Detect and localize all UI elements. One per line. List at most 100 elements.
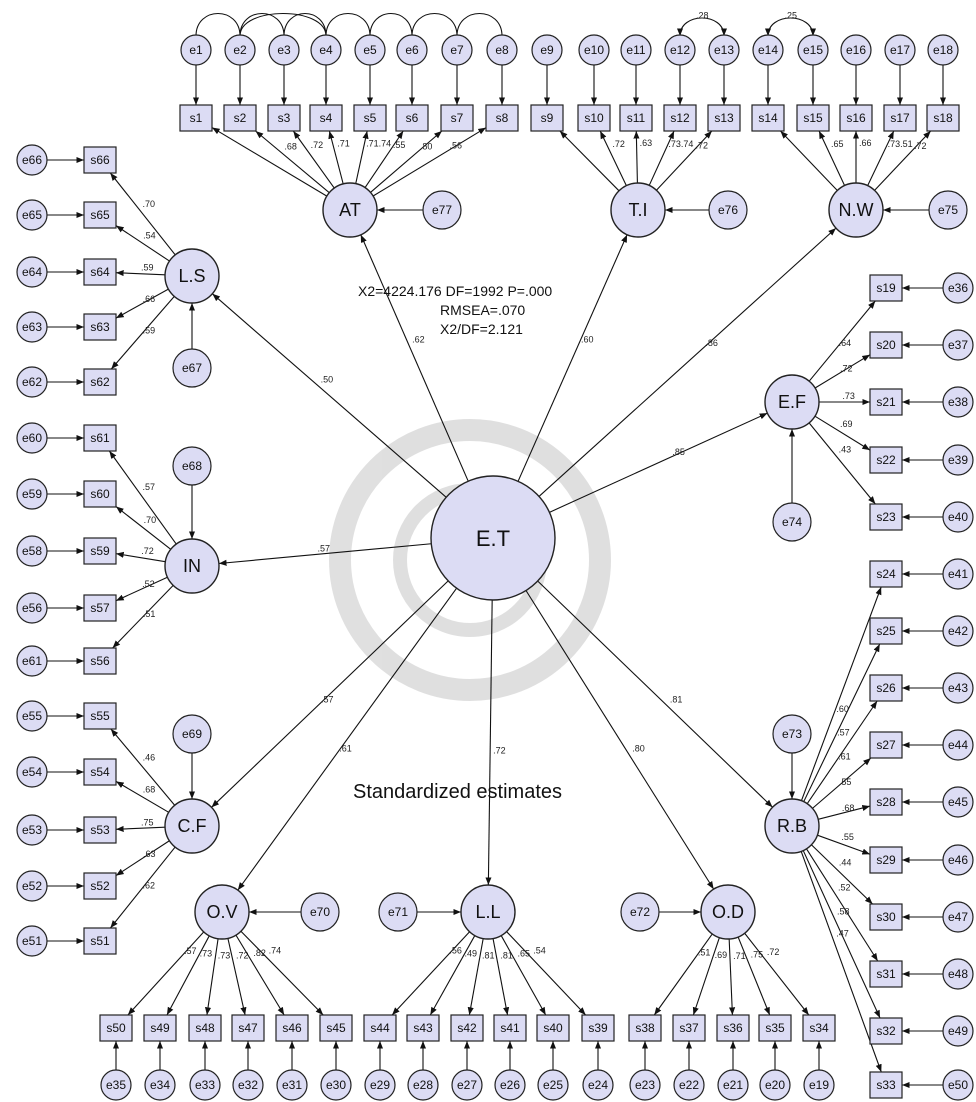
observed-label: s23	[876, 510, 896, 524]
observed-label: s20	[876, 338, 896, 352]
error-label: e12	[670, 43, 690, 57]
error-label: e52	[22, 879, 42, 893]
error-e43: e43	[942, 672, 974, 704]
loading-path	[127, 931, 205, 1016]
loading-path	[800, 851, 882, 1073]
error-label: e38	[948, 395, 968, 409]
observed-s10: s10	[577, 104, 611, 132]
observed-s13: s13	[707, 104, 741, 132]
loading-path	[115, 288, 169, 319]
coefficient-label: .54	[143, 231, 156, 241]
error-label: e37	[948, 338, 968, 352]
error-label: e44	[948, 738, 968, 752]
error-label: e8	[495, 43, 509, 57]
observed-s31: s31	[869, 960, 903, 988]
coefficient-label: .52	[142, 579, 155, 589]
observed-s34: s34	[802, 1014, 836, 1042]
coefficient-label: .73.74	[668, 139, 693, 149]
error-label: e11	[626, 43, 645, 57]
coefficient-label: .65	[518, 948, 531, 958]
observed-s27: s27	[869, 731, 903, 759]
latent-ll: L.L	[460, 884, 516, 940]
error-label: e43	[948, 681, 968, 695]
observed-label: s33	[876, 1078, 896, 1092]
error-e77: e77	[422, 190, 462, 230]
loading-path	[808, 300, 876, 382]
loading-path	[803, 643, 881, 802]
covariance-path	[411, 13, 458, 37]
observed-s26: s26	[869, 674, 903, 702]
error-label: e27	[457, 1078, 477, 1092]
error-e61: e61	[16, 645, 48, 677]
coefficient-label: .54	[533, 946, 546, 956]
observed-label: s59	[90, 544, 110, 558]
observed-label: s26	[876, 681, 896, 695]
error-e29: e29	[364, 1069, 396, 1101]
error-e68: e68	[172, 446, 212, 486]
loading-path	[391, 931, 471, 1016]
error-label: e50	[948, 1078, 968, 1092]
loading-path	[109, 172, 176, 256]
error-e21: e21	[717, 1069, 749, 1101]
observed-label: s37	[679, 1021, 699, 1035]
loading-path	[808, 422, 876, 505]
loading-path	[364, 130, 404, 188]
observed-label: s49	[150, 1021, 170, 1035]
loading-path	[633, 130, 640, 184]
error-e59: e59	[16, 478, 48, 510]
error-label: e61	[22, 654, 42, 668]
coefficient-label: .68	[284, 142, 297, 152]
loading-path	[599, 130, 627, 186]
coefficient-label: .73	[842, 391, 855, 401]
observed-label: s8	[496, 111, 509, 125]
observed-label: s42	[457, 1021, 477, 1035]
structural-path	[218, 543, 432, 566]
observed-label: s3	[278, 111, 291, 125]
error-label: e66	[22, 153, 42, 167]
observed-s49: s49	[143, 1014, 177, 1042]
error-e25: e25	[537, 1069, 569, 1101]
observed-s44: s44	[363, 1014, 397, 1042]
structural-path	[211, 580, 449, 808]
error-e48: e48	[942, 958, 974, 990]
observed-s15: s15	[796, 104, 830, 132]
error-label: e6	[405, 43, 419, 57]
error-label: e45	[948, 795, 968, 809]
loading-path	[112, 585, 174, 649]
latent-label: E.T	[476, 526, 510, 551]
error-label: e39	[948, 453, 968, 467]
error-label: e77	[432, 203, 452, 217]
error-label: e20	[765, 1078, 785, 1092]
coefficient-label: .55	[841, 832, 854, 842]
error-label: e30	[326, 1078, 346, 1092]
observed-s66: s66	[83, 146, 117, 174]
error-e37: e37	[942, 329, 974, 361]
error-label: e31	[282, 1078, 302, 1092]
error-e65: e65	[16, 199, 48, 231]
observed-s65: s65	[83, 201, 117, 229]
coefficient-label: .71.74	[366, 138, 391, 148]
error-label: e64	[22, 265, 42, 279]
loading-path	[506, 931, 587, 1016]
coefficient-label: .75	[141, 817, 154, 827]
loading-path	[370, 130, 443, 193]
observed-label: s13	[714, 111, 734, 125]
observed-s59: s59	[83, 537, 117, 565]
error-e64: e64	[16, 256, 48, 288]
error-e72: e72	[620, 892, 660, 932]
latent-at: AT	[322, 182, 378, 238]
observed-label: s30	[876, 910, 896, 924]
error-e69: e69	[172, 714, 212, 754]
coefficient-label: .51	[143, 609, 156, 619]
loading-path	[166, 935, 210, 1016]
coefficient-label: .68	[143, 784, 156, 794]
coefficient-label: .60	[836, 704, 849, 714]
observed-s52: s52	[83, 872, 117, 900]
coefficient-label: .59	[141, 263, 154, 273]
error-e49: e49	[942, 1015, 974, 1047]
error-e53: e53	[16, 814, 48, 846]
observed-label: s65	[90, 208, 110, 222]
error-e11: e11	[620, 34, 652, 66]
loading-path	[812, 757, 872, 809]
error-e30: e30	[320, 1069, 352, 1101]
